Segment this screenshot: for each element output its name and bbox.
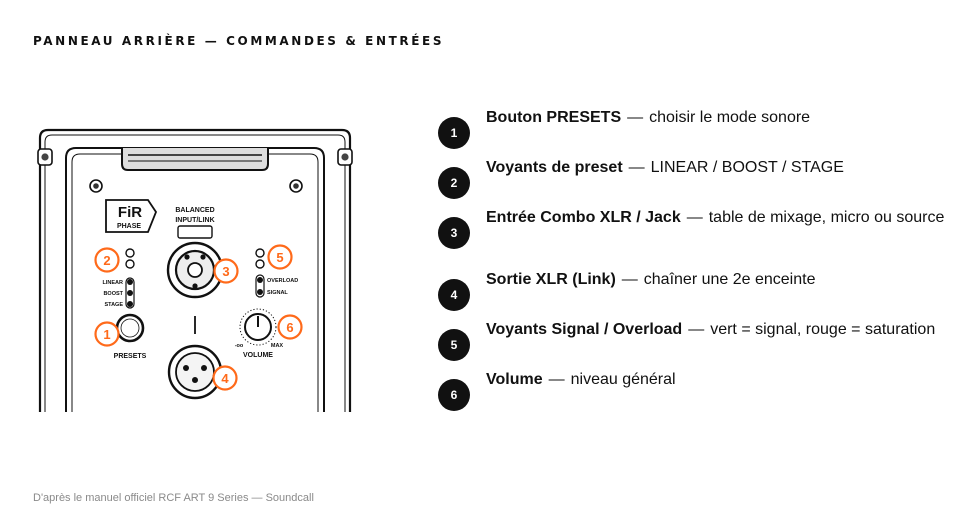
legend-number: 1 xyxy=(438,117,470,149)
svg-text:3: 3 xyxy=(222,264,229,279)
volume-label: VOLUME xyxy=(243,352,273,359)
screw-icon xyxy=(37,148,53,166)
legend-title: Bouton PRESETS xyxy=(486,109,622,126)
legend-separator: — xyxy=(628,159,645,176)
led-label-boost: BOOST xyxy=(103,291,123,297)
legend-description: chaîner une 2e enceinte xyxy=(643,271,816,288)
source-footer: D'après le manuel officiel RCF ART 9 Ser… xyxy=(33,492,314,504)
input-label-input-link: INPUT/LINK xyxy=(175,217,214,224)
legend-description: niveau général xyxy=(570,371,676,388)
page-title: PANNEAU ARRIÈRE — COMMANDES & ENTRÉES xyxy=(33,34,445,48)
fir-phase-logo: FiR PHASE xyxy=(105,199,158,233)
legend-number: 2 xyxy=(438,167,470,199)
legend-number: 5 xyxy=(438,329,470,361)
svg-text:4: 4 xyxy=(221,371,229,386)
legend-number: 6 xyxy=(438,379,470,411)
cabinet-inner-outline xyxy=(44,134,346,412)
legend-separator: — xyxy=(627,109,644,126)
presets-button xyxy=(115,313,145,343)
svg-text:6: 6 xyxy=(286,320,293,335)
screw-icon xyxy=(89,179,103,193)
svg-text:5: 5 xyxy=(276,250,283,265)
legend-title: Entrée Combo XLR / Jack xyxy=(486,209,681,226)
callout-1: 1 xyxy=(94,321,120,347)
legend-number: 4 xyxy=(438,279,470,311)
cabinet-outline xyxy=(38,128,352,412)
legend-item-volume: 6 Volume — niveau général xyxy=(438,370,968,411)
legend-description: table de mixage, micro ou source xyxy=(708,209,945,226)
volume-knob xyxy=(239,308,277,346)
led-label-signal: SIGNAL xyxy=(267,290,288,296)
rear-panel-diagram: FiR PHASE BALANCED INPUT/LINK xyxy=(30,120,360,415)
led-label-linear: LINEAR xyxy=(103,280,124,286)
legend-separator: — xyxy=(548,371,565,388)
legend-item-xlr-link: 4 Sortie XLR (Link) — chaîner une 2e encei… xyxy=(438,270,968,311)
callout-3: 3 xyxy=(213,258,239,284)
legend-number: 3 xyxy=(438,217,470,249)
callout-5: 5 xyxy=(267,244,293,270)
legend-title: Voyants de preset xyxy=(486,159,623,176)
legend-item-preset-leds: 2 Voyants de preset — LINEAR / BOOST / STA… xyxy=(438,158,968,199)
preset-leds: LINEAR BOOST STAGE xyxy=(103,248,135,309)
handle-recess xyxy=(121,148,269,171)
svg-text:1: 1 xyxy=(103,327,110,342)
screw-icon xyxy=(289,179,303,193)
legend-description: vert = signal, rouge = saturation xyxy=(710,321,936,338)
legend-title: Voyants Signal / Overload xyxy=(486,321,683,338)
legend-item-presets-button: 1 Bouton PRESETS — choisir le mode sonore xyxy=(438,108,968,149)
status-leds: OVERLOAD SIGNAL xyxy=(255,248,298,298)
legend-separator: — xyxy=(688,321,705,338)
svg-text:2: 2 xyxy=(103,253,110,268)
led-label-overload: OVERLOAD xyxy=(267,278,298,284)
presets-label: PRESETS xyxy=(114,353,147,360)
led-label-stage: STAGE xyxy=(104,302,123,308)
legend-separator: — xyxy=(621,271,638,288)
svg-text:PHASE: PHASE xyxy=(117,223,141,230)
callout-6: 6 xyxy=(277,314,303,340)
callout-4: 4 xyxy=(212,365,238,391)
legend-title: Sortie XLR (Link) xyxy=(486,271,616,288)
volume-min-label: -oo xyxy=(235,343,244,349)
callout-2: 2 xyxy=(94,247,120,273)
screw-icon xyxy=(337,148,353,166)
input-label-balanced: BALANCED xyxy=(175,207,214,214)
legend-item-combo-input: 3 Entrée Combo XLR / Jack — table de mixag… xyxy=(438,208,968,249)
combo-xlr-jack-input xyxy=(166,225,224,299)
legend-title: Volume xyxy=(486,371,543,388)
legend-description: choisir le mode sonore xyxy=(649,109,811,126)
volume-max-label: MAX xyxy=(271,343,284,349)
legend-item-signal-overload: 5 Voyants Signal / Overload — vert = signa… xyxy=(438,320,968,361)
xlr-link-output xyxy=(167,344,223,400)
legend-description: LINEAR / BOOST / STAGE xyxy=(650,159,844,176)
svg-text:FiR: FiR xyxy=(118,204,142,221)
legend-separator: — xyxy=(686,209,703,226)
